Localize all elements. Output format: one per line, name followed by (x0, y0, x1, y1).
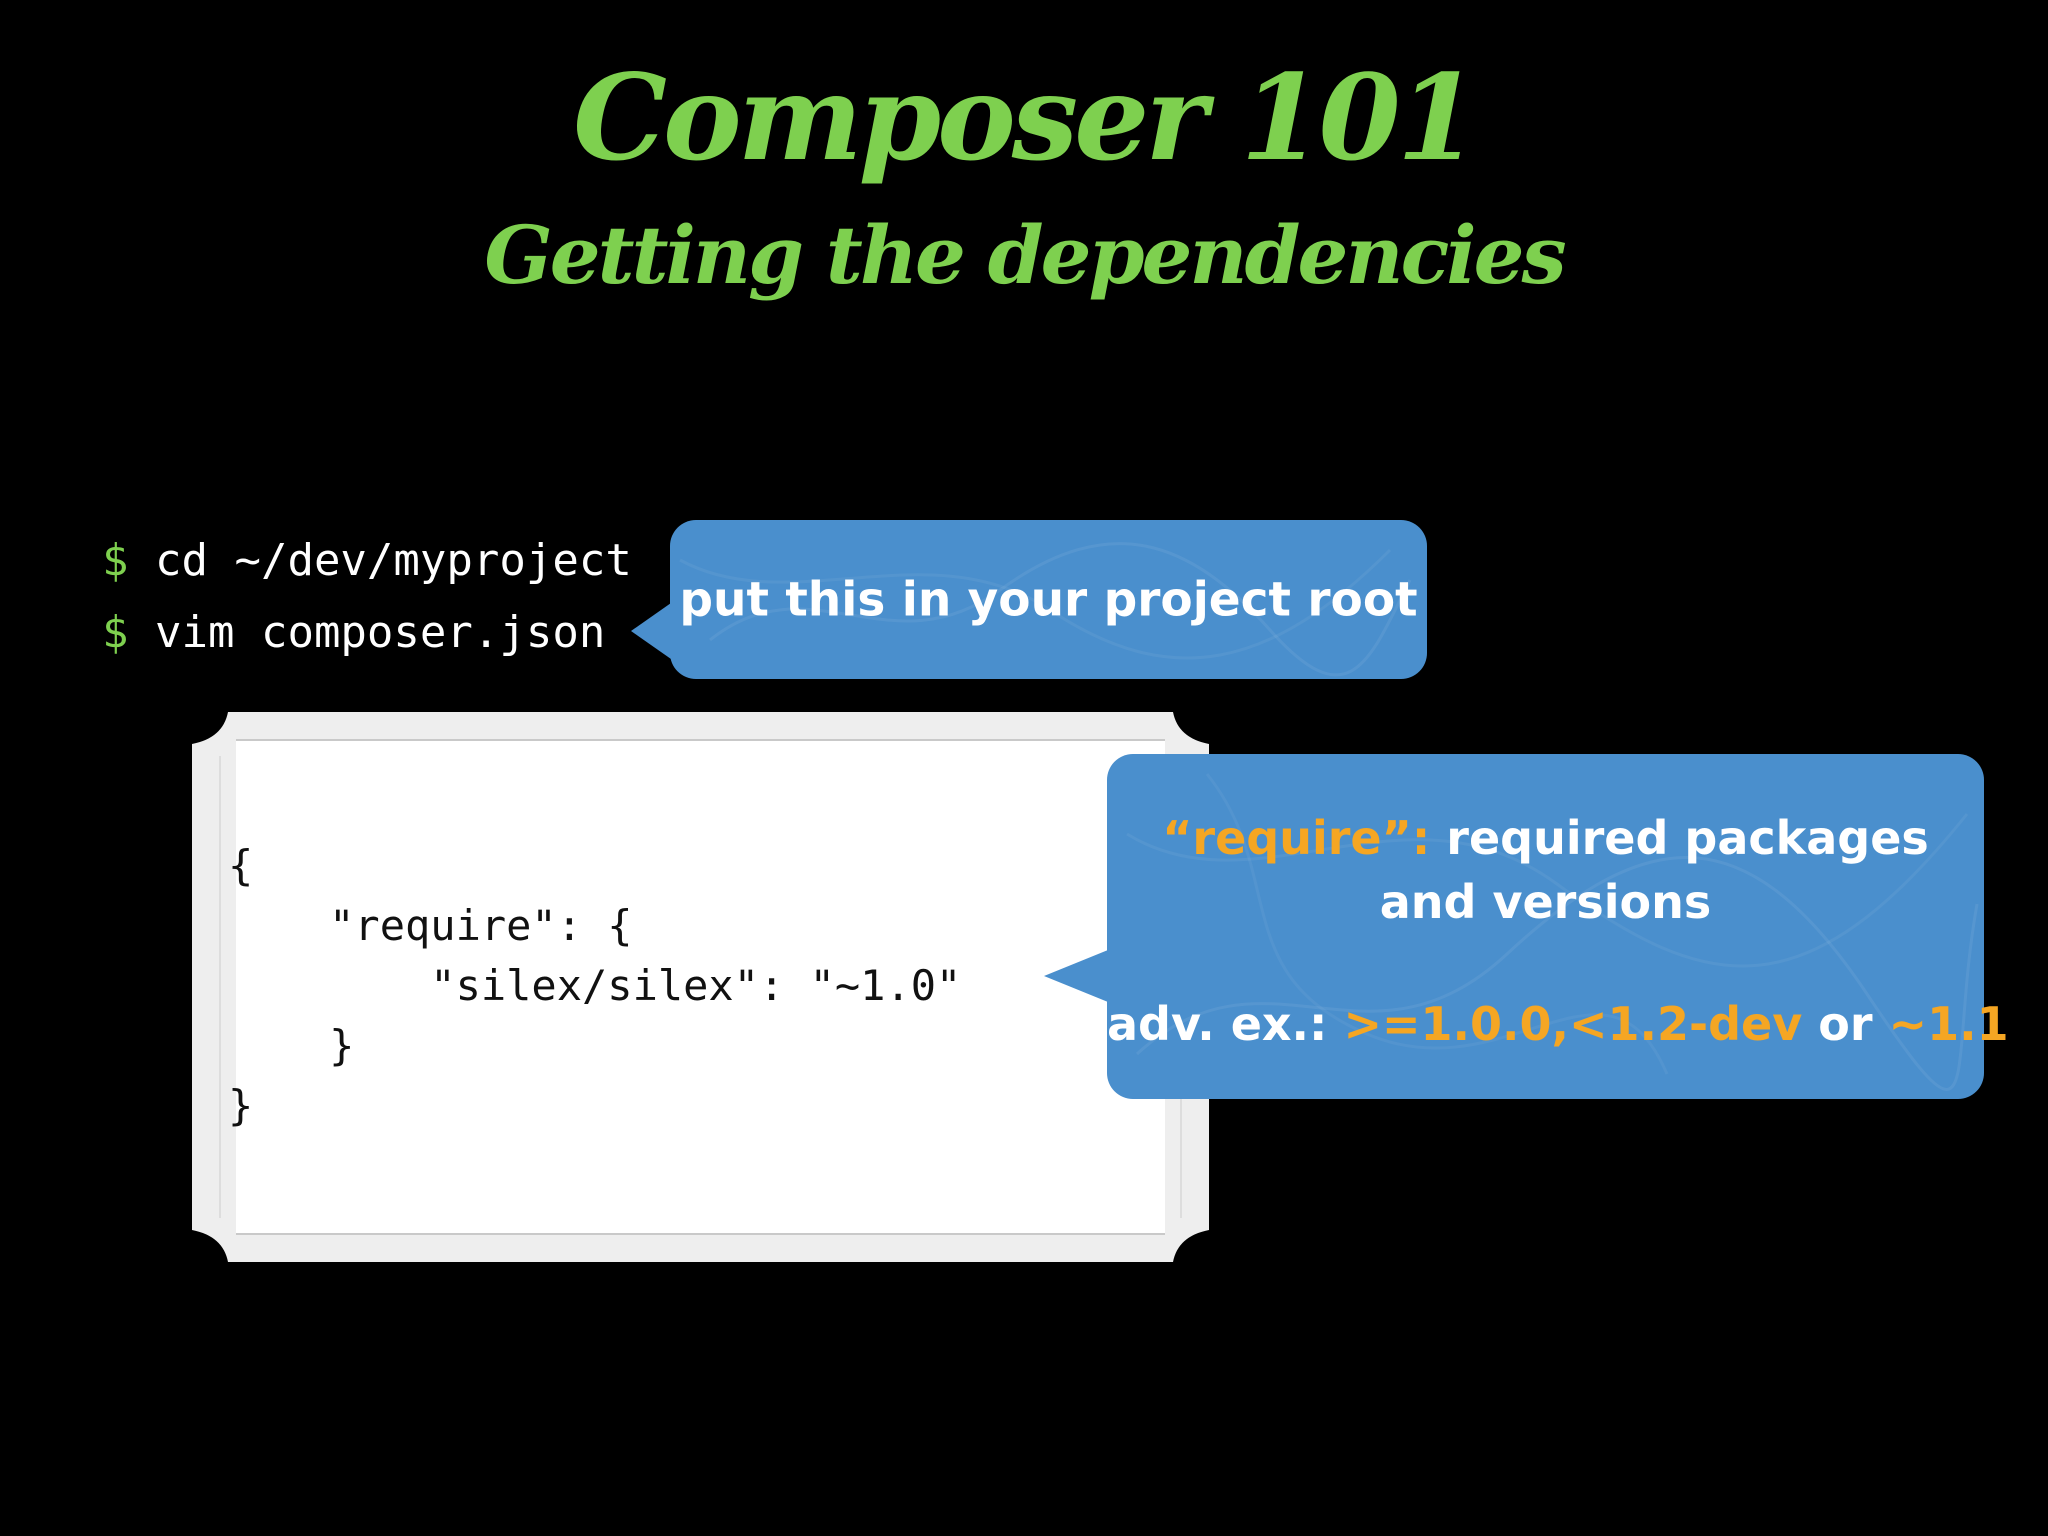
code-line: } (228, 1021, 355, 1070)
callout-require-pointer (1044, 950, 1108, 1002)
terminal-line: $ cd ~/dev/myproject (102, 525, 632, 597)
shell-prompt: $ (102, 535, 129, 586)
slide-title: Composer 101 (573, 48, 1479, 187)
adv-example-connector: or (1818, 997, 1873, 1051)
adv-example-tilde: ~1.1 (1888, 997, 2009, 1051)
shell-command: vim composer.json (155, 607, 606, 658)
callout-require-example: adv. ex.: >=1.0.0,<1.2-dev or ~1.1 (1107, 992, 2009, 1056)
adv-example-label: adv. ex.: (1107, 997, 1328, 1051)
callout-project-root: put this in your project root (670, 520, 1427, 679)
callout-root-pointer (631, 603, 671, 659)
code-card-frame (192, 712, 1209, 1262)
code-line: } (228, 1081, 254, 1130)
callout-require-definition: “require”: required packages and version… (1107, 806, 1984, 934)
require-key: “require”: (1162, 811, 1431, 865)
terminal-line: $ vim composer.json (102, 597, 632, 669)
composer-json-code: { "require": { "silex/silex": "~1.0" }} (228, 836, 961, 1136)
code-line: { (228, 841, 254, 890)
callout-root-text: put this in your project root (679, 572, 1418, 627)
code-line: "silex/silex": "~1.0" (228, 961, 962, 1010)
adv-example-range: >=1.0.0,<1.2-dev (1343, 997, 1803, 1051)
shell-prompt: $ (102, 607, 129, 658)
code-card (192, 712, 1209, 1262)
shell-command: cd ~/dev/myproject (155, 535, 632, 586)
code-line: "require": { (228, 901, 633, 950)
terminal-commands: $ cd ~/dev/myproject$ vim composer.json (102, 525, 632, 669)
callout-require: “require”: required packages and version… (1107, 754, 2009, 1099)
require-description: required packages and versions (1379, 811, 1929, 929)
slide-subtitle: Getting the dependencies (484, 208, 1566, 302)
